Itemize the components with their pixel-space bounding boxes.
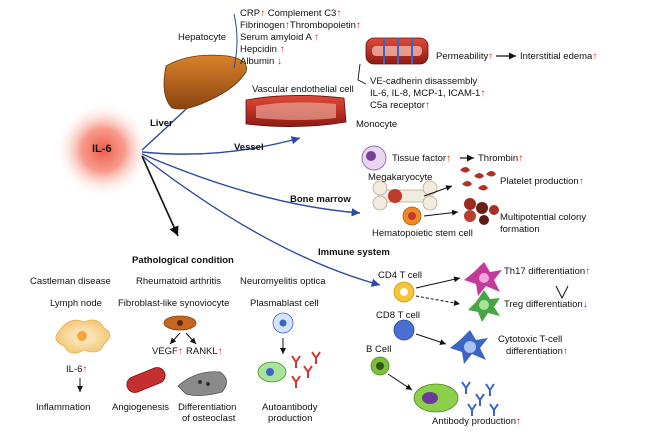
liver-item-crp: CRP↑ Complement C3↑: [240, 8, 342, 19]
synoviocyte-label: Fibroblast-like synoviocyte: [118, 298, 230, 309]
il6-pathology-label: IL-6↑: [66, 364, 88, 375]
plasmablast-nucleus: [279, 319, 287, 327]
cd8-label: CD8 T cell: [376, 310, 420, 321]
hepatocyte-label: Hepatocyte: [178, 32, 227, 43]
monocyte-label: Monocyte: [356, 119, 398, 130]
arrow-synoviocyte-rankl: [185, 332, 197, 345]
arrow-megakaryocyte-platelet: [423, 185, 453, 197]
vessel-line-3: C5a receptor↑: [370, 100, 430, 111]
branch-vessel-label: Vessel: [234, 142, 264, 153]
arrow-to-bone-marrow: [141, 153, 361, 217]
bcell-label: B Cell: [366, 344, 392, 355]
lymph-node-image: [55, 319, 111, 354]
arrow-stem-colony: [423, 209, 459, 217]
autoantibody-image: [257, 351, 321, 388]
stem-cell-label: Hematopoietic stem cell: [372, 228, 473, 239]
thrombin-label: Thrombin↑: [478, 153, 524, 164]
liver-image: [163, 54, 247, 110]
colony-image: [464, 198, 499, 225]
liver-item-saa: Serum amyloid A ↑: [240, 32, 319, 43]
inflammation-label: Inflammation: [36, 402, 91, 413]
arrow-synoviocyte-vegf: [169, 332, 181, 345]
bcell-nucleus: [376, 362, 384, 370]
vessel-image-upper: [365, 37, 429, 65]
arrow-cd4-treg: [415, 295, 461, 306]
colony-label-2: formation: [500, 224, 540, 235]
ra-label: Rheumatoid arthritis: [136, 276, 222, 287]
angiogenesis-image: [126, 367, 166, 393]
synoviocyte-nucleus: [177, 320, 183, 326]
th17-cell-image: [464, 262, 502, 296]
liver-item-albumin: Albumin ↓: [240, 56, 282, 67]
vessel-line-2: IL-6, IL-8, MCP-1, ICAM-1↑: [370, 88, 486, 99]
stem-cell-nucleus: [408, 212, 416, 220]
platelet-image: [460, 167, 496, 191]
cd8-cell-image: [393, 319, 415, 341]
vessel-line-1: VE-cadherin disassembly: [370, 76, 478, 87]
vessel-bracket: [357, 63, 367, 85]
cytotoxic-cell-image: [450, 330, 488, 364]
edema-label: Interstitial edema↑: [520, 51, 598, 62]
arrow-cd8-cytotoxic: [415, 333, 447, 345]
treg-cell-image: [468, 290, 500, 322]
vessel-image-lower: [245, 95, 347, 127]
monocyte-nucleus: [366, 151, 376, 161]
arrow-to-pathology: [141, 155, 179, 237]
arrow-cd4-th17: [415, 276, 461, 289]
liver-bracket: [233, 13, 238, 69]
arrow-to-vessel: [141, 136, 301, 155]
antibody-cell-image: [413, 381, 499, 416]
vegf-label: VEGF↑: [152, 346, 183, 357]
bone-image: [372, 180, 438, 211]
permeability-label: Permeability↑: [436, 51, 494, 62]
osteoclast-label-1: Differentiation: [178, 402, 237, 413]
branch-liver-label: Liver: [150, 118, 173, 129]
treg-label: Treg differentiation↓: [504, 299, 588, 310]
endothelial-label: Vascular endothelial cell: [252, 84, 354, 95]
megakaryocyte-label: Megakaryocyte: [368, 172, 433, 183]
castleman-label: Castleman disease: [30, 276, 111, 287]
colony-label-1: Multipotential colony: [500, 212, 587, 223]
branch-bone-marrow-label: Bone marrow: [290, 194, 351, 205]
cytotoxic-label-2: differentiation↑: [506, 346, 568, 357]
rankl-label: RANKL↑: [186, 346, 223, 357]
autoantibody-label-1: Autoantibody: [262, 402, 318, 413]
antibody-label: Antibody production↑: [432, 416, 521, 427]
vs-mark: [555, 285, 569, 300]
il6-glow: [55, 102, 151, 198]
tissue-factor-label: Tissue factor↑: [392, 153, 452, 164]
osteoclast-image: [177, 371, 227, 396]
nmo-label: Neuromyelitis optica: [240, 276, 326, 287]
th17-label: Th17 differentiation↑: [504, 266, 591, 277]
arrow-bcell-antibody: [387, 373, 413, 391]
plasmablast-label: Plasmablast cell: [250, 298, 319, 309]
angiogenesis-label: Angiogenesis: [112, 402, 170, 413]
cd4-nucleus: [400, 288, 408, 296]
branch-immune-label: Immune system: [318, 247, 390, 258]
platelet-label: Platelet production↑: [500, 176, 584, 187]
branch-pathology-label: Pathological condition: [132, 255, 234, 266]
liver-item-fibrinogen: Fibrinogen↑Thrombopoietin↑: [240, 20, 361, 31]
lymph-node-label: Lymph node: [50, 298, 102, 309]
cd4-label: CD4 T cell: [378, 270, 422, 281]
arrow-to-immune: [141, 155, 381, 287]
il6-title: IL-6: [92, 143, 112, 155]
autoantibody-label-2: production: [268, 413, 313, 424]
liver-item-hepcidin: Hepcidin ↑: [240, 44, 285, 55]
cytotoxic-label-1: Cytotoxic T-cell: [498, 334, 563, 345]
osteoclast-label-2: of osteoclast: [182, 413, 236, 424]
